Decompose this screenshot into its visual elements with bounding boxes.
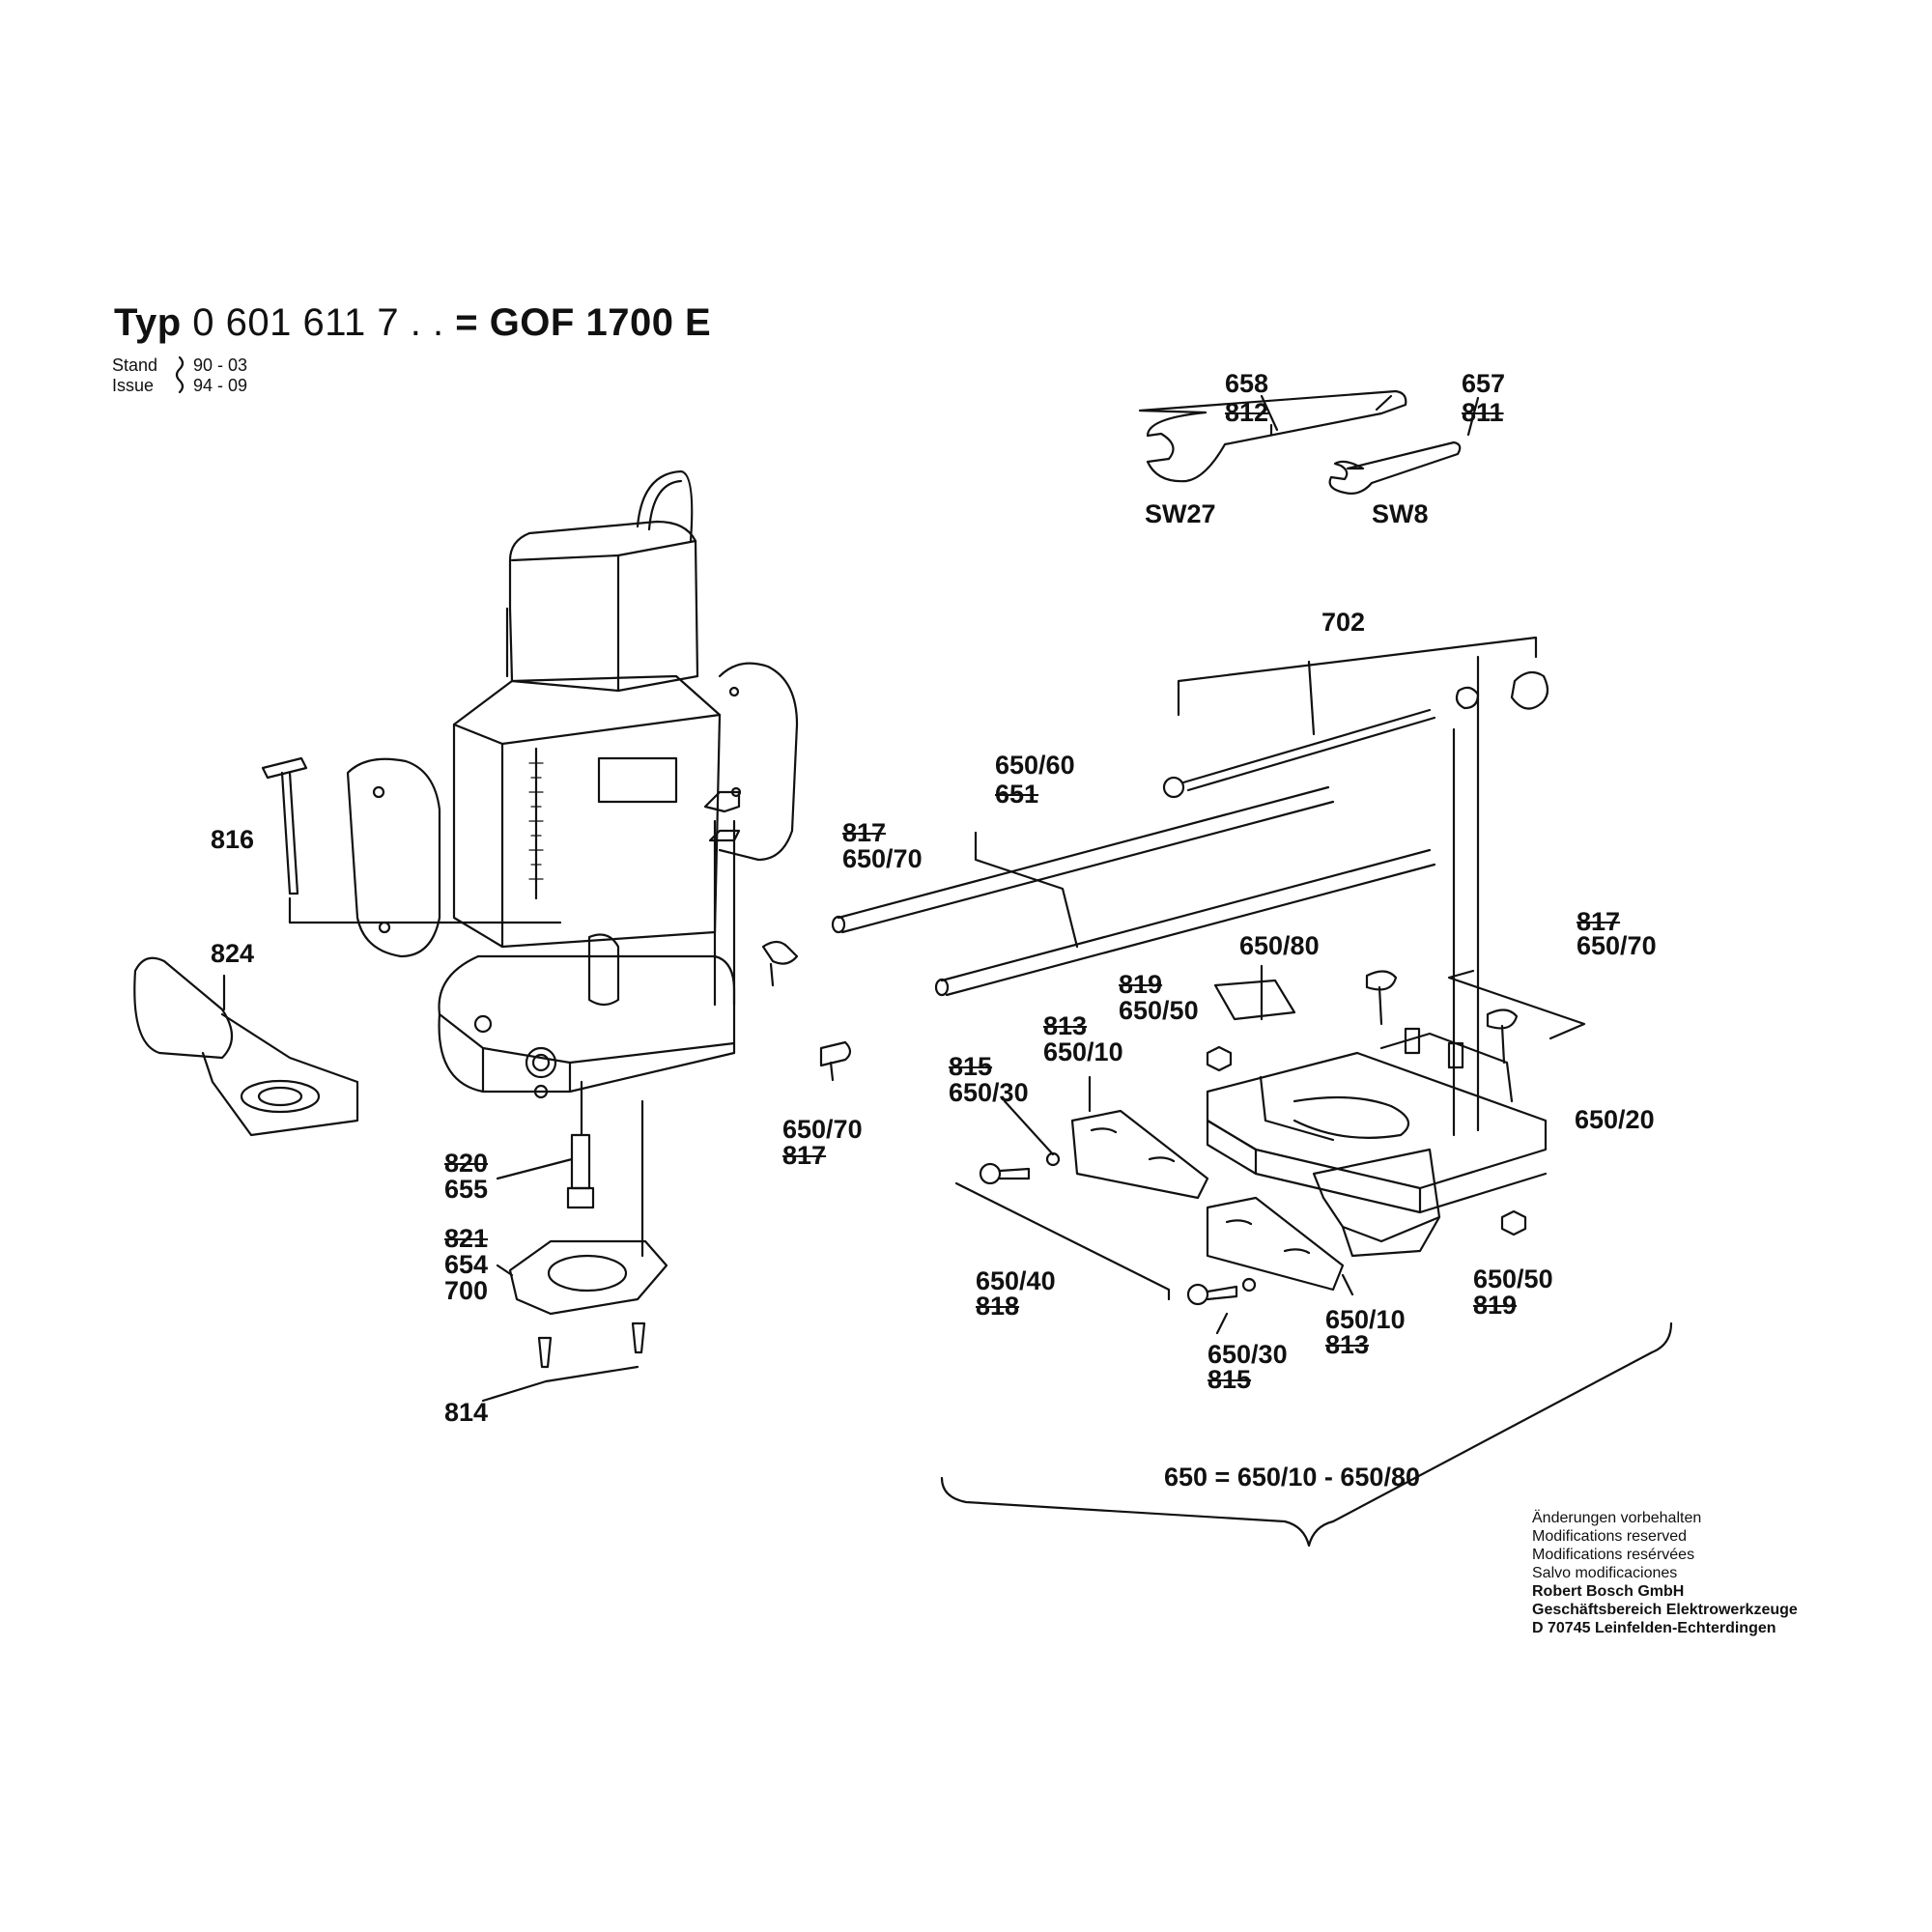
issue-label: Issue [112,376,155,395]
label-654: 654 [444,1250,489,1279]
wrench-sw8-icon [1328,440,1462,495]
wrench-sw27-icon [1138,389,1407,483]
label-815-b: 815 [1208,1365,1252,1394]
label-813-a: 813 [1043,1011,1088,1040]
label-819-a: 819 [1119,970,1163,999]
label-650-40: 650/40 [976,1266,1056,1295]
leader-line [481,1365,639,1403]
wing-screw-icon [1365,970,1398,1026]
company-division: Geschäftsbereich Elektrowerkzeuge [1532,1602,1798,1618]
notice-line-es: Salvo modificaciones [1532,1565,1678,1581]
label-650-50-a: 650/50 [1119,996,1199,1025]
notice-line-en: Modifications reserved [1532,1528,1688,1545]
label-813-b: 813 [1325,1330,1370,1359]
label-650-80: 650/80 [1239,931,1320,960]
label-sw27: SW27 [1145,499,1216,528]
notice-line-de: Änderungen vorbehalten [1532,1510,1702,1526]
set-formula: 650 = 650/10 - 650/80 [1164,1463,1420,1492]
label-816: 816 [211,825,255,854]
label-815-a: 815 [949,1052,993,1081]
label-700: 700 [444,1276,489,1305]
stand-value: 90 - 03 [193,355,248,375]
slide-insert-650-80-icon [1213,979,1296,1021]
title-number: 0 601 611 7 . . [192,301,444,344]
wing-screw-icon [761,940,799,987]
guide-jaw-650-10-icon [1070,1109,1209,1200]
leader-line [954,1181,1171,1301]
parallel-guide-650-20-icon [1206,1027,1548,1214]
title-model: GOF 1700 E [489,301,712,344]
title-typ: Typ [114,301,182,344]
stand-issue-brace [175,355,185,394]
company-address: D 70745 Leinfelden-Echterdingen [1532,1620,1776,1636]
tool-key-816-icon [261,756,308,895]
label-650-30-a: 650/30 [949,1078,1029,1107]
wing-screw-icon [1486,1009,1519,1065]
label-650-60: 650/60 [995,751,1075,780]
label-702: 702 [1321,608,1366,637]
leader-line [974,831,1079,949]
label-812: 812 [1225,398,1269,427]
label-818: 818 [976,1292,1020,1321]
set-brace [940,1321,1673,1548]
label-sw8: SW8 [1372,499,1429,528]
nut-650-50-icon [1500,1209,1527,1236]
label-650-50-b: 650/50 [1473,1264,1553,1293]
company-name: Robert Bosch GmbH [1532,1583,1685,1600]
notice-block: Änderungen vorbehalten Modifications res… [1532,1509,1798,1637]
nut-650-50-icon [1206,1045,1233,1072]
template-guide-654-icon [508,1239,668,1316]
label-811: 811 [1462,398,1504,427]
screw-650-30-icon [1186,1277,1257,1306]
wing-screw-icon [819,1040,852,1082]
leader-line [496,1157,574,1180]
label-657: 657 [1462,369,1506,398]
label-650-70-b: 650/70 [1577,931,1657,960]
label-650-70-c: 650/70 [782,1115,863,1144]
label-820: 820 [444,1149,489,1178]
guide-rod-650-60-icon [831,785,1436,997]
title-equals: = [455,301,479,344]
notice-line-fr: Modifications resérvées [1532,1547,1695,1563]
dust-adapter-824-icon [133,956,359,1137]
screw-814-icon [631,1321,646,1354]
threaded-rod-702-icon [1162,670,1549,799]
label-655: 655 [444,1175,489,1204]
diagram-title: Typ 0 601 611 7 . . = GOF 1700 E [114,301,711,345]
label-650-10-a: 650/10 [1043,1037,1123,1066]
router-body-icon [346,469,799,1099]
label-650-10-b: 650/10 [1325,1305,1406,1334]
label-650-20: 650/20 [1575,1105,1655,1134]
screw-650-30-icon [979,1151,1061,1185]
label-817-b: 817 [1577,907,1621,936]
leader-line [1003,1099,1055,1156]
label-814: 814 [444,1398,489,1427]
label-817-c: 817 [782,1141,827,1170]
leader-line [1177,636,1538,717]
label-819-b: 819 [1473,1291,1518,1320]
label-650-30-b: 650/30 [1208,1340,1288,1369]
leader-line [496,1264,514,1277]
guide-jaw-650-10-icon [1206,1196,1345,1292]
parallel-guide-lower-icon [1312,1148,1441,1258]
screw-814-icon [537,1336,553,1369]
leader-line [1447,969,1586,1040]
issue-value: 94 - 09 [193,376,248,395]
label-821: 821 [444,1224,489,1253]
guide-pin-655-icon [566,1133,595,1209]
label-651: 651 [995,780,1039,809]
leader-line [288,896,562,924]
label-650-70-a: 650/70 [842,844,923,873]
label-824: 824 [211,939,255,968]
stand-label: Stand [112,355,158,375]
label-817-a: 817 [842,818,887,847]
label-658: 658 [1225,369,1269,398]
